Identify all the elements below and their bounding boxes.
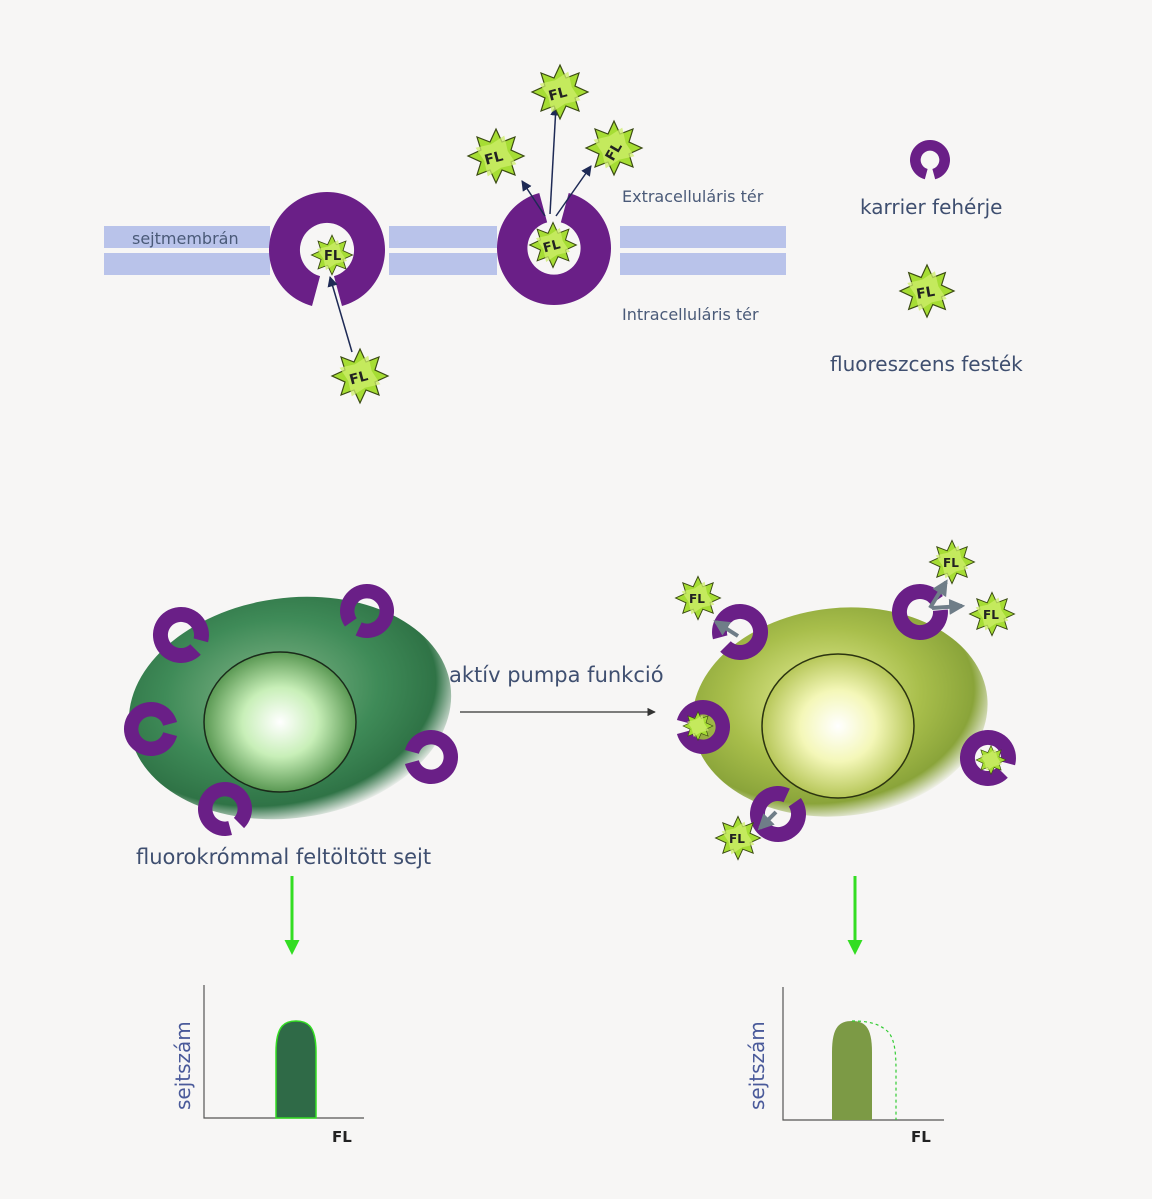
svg-text:FL: FL <box>983 608 999 622</box>
svg-text:FL: FL <box>689 592 705 606</box>
svg-text:FL: FL <box>348 368 370 388</box>
histogram-peak-original <box>851 1020 897 1120</box>
intracellular-label: Intracelluláris tér <box>622 305 759 324</box>
svg-text:FL: FL <box>542 237 562 256</box>
svg-text:FL: FL <box>915 284 936 303</box>
svg-text:FL: FL <box>729 832 745 846</box>
dye-label: FL <box>943 556 959 570</box>
svg-text:FL: FL <box>547 85 569 105</box>
extracellular-label: Extracelluláris tér <box>622 187 764 206</box>
dye-legend-mark: FL <box>915 284 936 303</box>
carrier-legend-label: karrier fehérje <box>860 195 1002 219</box>
carrier-legend-icon <box>910 139 950 180</box>
dye-label: FL <box>483 149 505 169</box>
dye-label: FL <box>547 85 569 105</box>
loaded-cell <box>123 572 459 846</box>
dye-label: FL <box>983 608 999 622</box>
dye-label: FL <box>348 368 370 388</box>
dye-legend-label: fluoreszcens festék <box>830 352 1023 376</box>
dye-label: FL <box>729 832 745 846</box>
histogram-xlabel: FL <box>332 1128 352 1146</box>
histogram-ylabel: sejtszám <box>745 1021 769 1110</box>
loaded-cell-label: fluorokrómmal feltöltött sejt <box>136 845 431 869</box>
dye-label: FL <box>689 592 705 606</box>
pumping-cell: FL FL FL FL <box>674 538 1026 862</box>
membrane-label: sejtmembrán <box>132 229 239 248</box>
histogram-ylabel: sejtszám <box>171 1021 195 1110</box>
membrane-bilayer <box>104 226 786 275</box>
histogram-peak <box>275 1020 317 1119</box>
membrane-section: sejtmembrán FL FL FL FL FL FL Extracellu… <box>104 62 786 406</box>
dye-label: FL <box>542 237 562 256</box>
dye-entry-label: FL <box>324 249 341 264</box>
efflux-arrows <box>713 579 966 831</box>
efflux-arrows <box>521 104 592 217</box>
nucleus <box>203 651 357 793</box>
histogram-right: sejtszám FL <box>745 987 944 1146</box>
histogram-left: sejtszám FL <box>171 985 364 1146</box>
svg-text:FL: FL <box>324 249 341 264</box>
nucleus <box>761 653 915 799</box>
histogram-peak-shifted <box>832 1021 872 1120</box>
histogram-xlabel: FL <box>911 1128 931 1146</box>
pump-function-label: aktív pumpa funkció <box>449 663 664 687</box>
uptake-arrow <box>327 275 353 353</box>
svg-text:FL: FL <box>483 149 505 169</box>
svg-text:FL: FL <box>943 556 959 570</box>
legend: karrier fehérje FL fluoreszcens festék <box>830 139 1023 376</box>
